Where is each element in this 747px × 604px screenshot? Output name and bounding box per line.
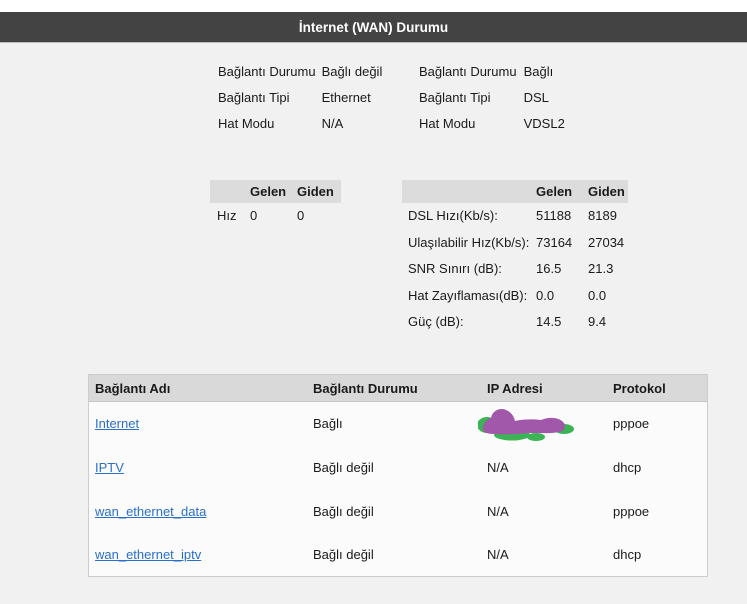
field-value: Bağlı değil [321,64,383,79]
giden-value: 0 [297,208,305,223]
gelen-value: 73164 [536,234,573,250]
connection-name-cell: IPTV [95,460,313,475]
dsl-status-panel: Bağlantı Durumu Bağlı Bağlantı Tipi DSL … [419,59,565,137]
status-row: Bağlantı Durumu Bağlı değil [218,59,382,85]
connection-status-cell: Bağlı değil [313,460,374,476]
ip-address-cell [478,406,613,442]
connection-row-internet: Internet Bağlı pppoe [89,402,707,446]
row-label: SNR Sınırı (dB): [408,261,502,277]
table-row: Güç (dB): 14.5 9.4 [402,309,628,336]
ethernet-rate-table: Gelen Giden Hız 0 0 [210,180,341,229]
table-row: Ulaşılabilir Hız(Kb/s): 73164 27034 [402,230,628,257]
header-protocol: Protokol [613,380,666,396]
giden-value: 0.0 [588,287,607,303]
protocol-cell: pppoe [613,503,650,519]
connection-link-wan-ethernet-iptv[interactable]: wan_ethernet_iptv [95,547,202,563]
table-row: Hız 0 0 [210,203,341,229]
page-title-bar: İnternet (WAN) Durumu [0,12,747,43]
header-cell-gelen: Gelen [536,184,573,199]
connection-row-wan-ethernet-data: wan_ethernet_data Bağlı değil N/A pppoe [89,489,707,533]
row-label: DSL Hızı(Kb/s): [408,208,498,223]
header-cell-giden: Giden [297,184,334,199]
connection-name-cell: wan_ethernet_data [95,504,313,519]
connection-status-cell: Bağlı değil [313,547,374,563]
field-value: N/A [321,116,344,131]
field-label: Hat Modu [419,116,476,131]
connection-row-iptv: IPTV Bağlı değil N/A dhcp [89,446,707,490]
ip-address-cell: N/A [487,460,509,476]
field-value: Bağlı [523,64,554,79]
header-connection-name: Bağlantı Adı [95,380,171,396]
field-label: Bağlantı Durumu [218,64,316,79]
field-value: DSL [523,90,549,105]
gelen-value: 16.5 [536,261,562,277]
connection-name-cell: Internet [95,416,313,431]
ip-redaction-scribble [478,408,574,441]
header-connection-status: Bağlantı Durumu [313,380,418,396]
row-label: Ulaşılabilir Hız(Kb/s): [408,234,530,250]
field-value: VDSL2 [523,116,565,131]
field-label: Bağlantı Tipi [218,90,290,105]
table-row: Hat Zayıflaması(dB): 0.0 0.0 [402,283,628,310]
connection-link-internet[interactable]: Internet [95,416,140,432]
connection-link-iptv[interactable]: IPTV [95,460,124,476]
giden-value: 21.3 [588,261,614,277]
field-value: Ethernet [321,90,371,105]
header-cell-giden: Giden [588,184,625,199]
giden-value: 9.4 [588,314,607,330]
row-label: Hat Zayıflaması(dB): [408,287,528,303]
status-row: Bağlantı Tipi DSL [419,85,565,111]
connection-row-wan-ethernet-iptv: wan_ethernet_iptv Bağlı değil N/A dhcp [89,533,707,577]
protocol-cell: dhcp [613,460,642,476]
connections-header-row: Bağlantı Adı Bağlantı Durumu IP Adresi P… [89,375,707,402]
header-cell-gelen: Gelen [250,184,287,199]
protocol-cell: dhcp [613,547,642,563]
ip-address-cell: N/A [487,503,509,519]
gelen-value: 51188 [536,208,572,223]
field-label: Bağlantı Tipi [419,90,491,105]
status-row: Hat Modu VDSL2 [419,111,565,137]
row-label: Hız [217,208,237,223]
gelen-value: 0.0 [536,287,555,303]
header-cell-empty [402,180,536,203]
table-header-row: Gelen Giden [402,180,628,203]
field-label: Hat Modu [218,116,275,131]
gelen-value: 0 [250,208,258,223]
giden-value: 27034 [588,234,625,250]
status-row: Hat Modu N/A [218,111,382,137]
protocol-cell: pppoe [613,416,650,432]
connection-status-cell: Bağlı [313,416,343,432]
table-row: SNR Sınırı (dB): 16.5 21.3 [402,256,628,283]
header-ip-address: IP Adresi [487,380,543,396]
connection-status-cell: Bağlı değil [313,503,374,519]
connections-table: Bağlantı Adı Bağlantı Durumu IP Adresi P… [88,374,708,577]
status-row: Bağlantı Tipi Ethernet [218,85,382,111]
dsl-stats-table: Gelen Giden DSL Hızı(Kb/s): 51188 8189 U… [402,180,628,336]
status-row: Bağlantı Durumu Bağlı [419,59,565,85]
page-title: İnternet (WAN) Durumu [298,19,449,35]
ip-address-cell: N/A [487,547,509,563]
field-label: Bağlantı Durumu [419,64,517,79]
ethernet-status-panel: Bağlantı Durumu Bağlı değil Bağlantı Tip… [218,59,382,137]
header-cell-empty [210,180,250,203]
table-row: DSL Hızı(Kb/s): 51188 8189 [402,203,628,230]
row-label: Güç (dB): [408,314,464,330]
connection-link-wan-ethernet-data[interactable]: wan_ethernet_data [95,503,207,519]
top-white-strip [0,0,747,12]
table-header-row: Gelen Giden [210,180,341,203]
connection-name-cell: wan_ethernet_iptv [95,547,313,562]
giden-value: 8189 [588,208,617,223]
gelen-value: 14.5 [536,314,562,330]
